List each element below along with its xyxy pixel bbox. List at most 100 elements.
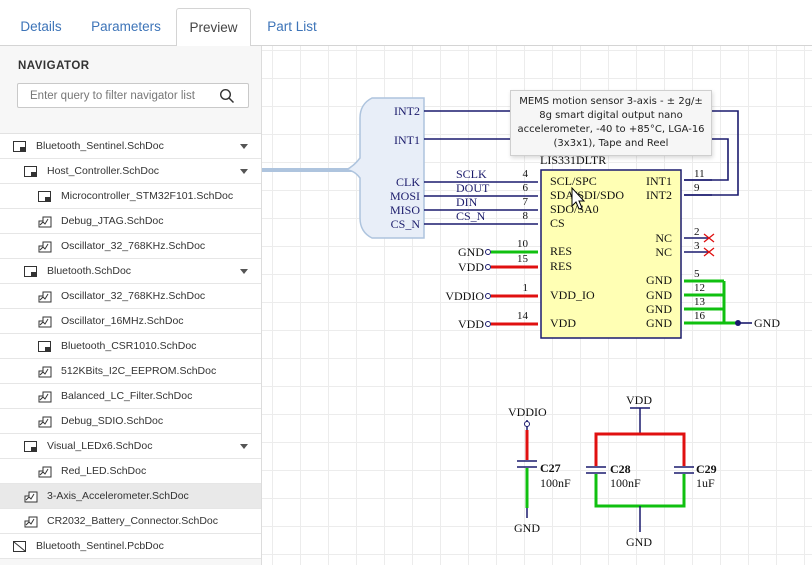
tab-part-list[interactable]: Part List xyxy=(267,19,317,34)
tree-item-label: Red_LED.SchDoc xyxy=(61,465,147,477)
c28-vdd-label: VDD xyxy=(626,393,652,407)
svg-text:VDD_IO: VDD_IO xyxy=(550,288,595,302)
svg-text:NC: NC xyxy=(655,231,672,245)
svg-text:2: 2 xyxy=(694,226,700,238)
tree-item[interactable]: Oscillator_16MHz.SchDoc xyxy=(0,309,261,334)
component-sheet-icon xyxy=(38,241,52,253)
tree-item[interactable]: Bluetooth.SchDoc xyxy=(0,259,261,284)
component-sheet-icon xyxy=(38,216,52,228)
c28-gnd-label: GND xyxy=(626,535,652,549)
svg-text:GND: GND xyxy=(646,273,672,287)
vddio-label: VDDIO xyxy=(445,289,484,303)
svg-text:3: 3 xyxy=(694,240,700,252)
port-clk: CLK xyxy=(396,175,420,189)
sheet-icon xyxy=(24,166,37,177)
schematic-preview[interactable]: INT2 INT1 CLK MOSI MISO CS_N SCLK DOUT D… xyxy=(262,46,812,565)
svg-text:NC: NC xyxy=(655,245,672,259)
tree-item-label: 3-Axis_Accelerometer.SchDoc xyxy=(47,490,189,502)
svg-text:RES: RES xyxy=(550,259,572,273)
sheet-icon xyxy=(13,141,26,152)
tree-item[interactable]: Oscillator_32_768KHz.SchDoc xyxy=(0,234,261,259)
tree-item[interactable]: Visual_LEDx6.SchDoc xyxy=(0,434,261,459)
sheet-icon xyxy=(24,266,37,277)
net-dout: DOUT xyxy=(456,181,490,195)
tree-item-label: Bluetooth_Sentinel.PcbDoc xyxy=(36,540,164,552)
tree-item-label: Visual_LEDx6.SchDoc xyxy=(47,440,153,452)
tree-item-label: 512KBits_I2C_EEPROM.SchDoc xyxy=(61,365,217,377)
svg-text:CS: CS xyxy=(550,216,565,230)
tree-item[interactable]: Bluetooth_CSR1010.SchDoc xyxy=(0,334,261,359)
navigator-tree: Bluetooth_Sentinel.SchDoc Host_Controlle… xyxy=(0,133,261,559)
chevron-down-icon[interactable] xyxy=(240,144,248,149)
tab-details[interactable]: Details xyxy=(20,19,62,34)
svg-text:13: 13 xyxy=(694,296,706,308)
svg-text:5: 5 xyxy=(694,268,700,280)
svg-text:9: 9 xyxy=(694,182,700,194)
navigator-search-input[interactable] xyxy=(17,83,249,108)
c27-value: 100nF xyxy=(540,476,571,490)
tree-item[interactable]: Red_LED.SchDoc xyxy=(0,459,261,484)
component-sheet-icon xyxy=(24,516,38,528)
tree-item-selected[interactable]: 3-Axis_Accelerometer.SchDoc xyxy=(0,484,261,509)
tree-item[interactable]: Balanced_LC_Filter.SchDoc xyxy=(0,384,261,409)
chevron-down-icon[interactable] xyxy=(240,269,248,274)
ic-part-number: LIS331DLTR xyxy=(540,153,606,167)
component-sheet-icon xyxy=(38,416,52,428)
tree-item[interactable]: Microcontroller_STM32F101.SchDoc xyxy=(0,184,261,209)
tree-item[interactable]: 512KBits_I2C_EEPROM.SchDoc xyxy=(0,359,261,384)
svg-text:10: 10 xyxy=(517,238,529,250)
c27-ref: C27 xyxy=(540,461,561,475)
c29-value: 1uF xyxy=(696,476,715,490)
tab-preview[interactable]: Preview xyxy=(176,8,251,47)
mouse-cursor-icon xyxy=(571,186,586,210)
pcb-icon xyxy=(13,541,26,552)
c28-ref: C28 xyxy=(610,462,631,476)
vdd-label: VDD xyxy=(458,260,484,274)
svg-text:SCL/SPC: SCL/SPC xyxy=(550,174,597,188)
svg-text:SDO/SA0: SDO/SA0 xyxy=(550,202,599,216)
port-cs-n: CS_N xyxy=(391,217,421,231)
tree-item-label: Oscillator_32_768KHz.SchDoc xyxy=(61,240,206,252)
tree-item[interactable]: Bluetooth_Sentinel.PcbDoc xyxy=(0,534,261,559)
port-int2: INT2 xyxy=(394,104,420,118)
svg-text:8: 8 xyxy=(523,210,529,222)
component-sheet-icon xyxy=(38,366,52,378)
search-icon[interactable] xyxy=(219,88,235,104)
chevron-down-icon[interactable] xyxy=(240,444,248,449)
vdd-label-2: VDD xyxy=(458,317,484,331)
component-sheet-icon xyxy=(38,316,52,328)
ic-body xyxy=(540,169,682,339)
port-mosi: MOSI xyxy=(390,189,420,203)
tree-item-label: Debug_SDIO.SchDoc xyxy=(61,415,164,427)
tab-bar: Details Parameters Preview Part List xyxy=(0,0,812,47)
svg-text:GND: GND xyxy=(646,288,672,302)
tree-item[interactable]: CR2032_Battery_Connector.SchDoc xyxy=(0,509,261,534)
chevron-down-icon[interactable] xyxy=(240,169,248,174)
tree-item[interactable]: Host_Controller.SchDoc xyxy=(0,159,261,184)
gnd-label: GND xyxy=(458,245,484,259)
tree-item[interactable]: Debug_SDIO.SchDoc xyxy=(0,409,261,434)
svg-text:16: 16 xyxy=(694,310,706,322)
tree-item[interactable]: Oscillator_32_768KHz.SchDoc xyxy=(0,284,261,309)
svg-text:RES: RES xyxy=(550,244,572,258)
svg-text:INT1: INT1 xyxy=(646,174,672,188)
schematic-drawing: INT2 INT1 CLK MOSI MISO CS_N SCLK DOUT D… xyxy=(262,97,780,549)
svg-text:1: 1 xyxy=(523,282,529,294)
component-sheet-icon xyxy=(24,491,38,503)
svg-text:INT2: INT2 xyxy=(646,188,672,202)
tree-item[interactable]: Bluetooth_Sentinel.SchDoc xyxy=(0,134,261,159)
tree-item-label: Host_Controller.SchDoc xyxy=(47,165,160,177)
component-sheet-icon xyxy=(38,291,52,303)
harness-connector xyxy=(345,97,425,239)
c27-gnd-label: GND xyxy=(514,521,540,535)
gnd-label-right: GND xyxy=(754,316,780,330)
svg-text:VDD: VDD xyxy=(550,316,576,330)
net-din: DIN xyxy=(456,195,478,209)
port-int1: INT1 xyxy=(394,133,420,147)
tab-parameters[interactable]: Parameters xyxy=(91,19,161,34)
tree-item-label: Debug_JTAG.SchDoc xyxy=(61,215,164,227)
tree-item[interactable]: Debug_JTAG.SchDoc xyxy=(0,209,261,234)
svg-text:7: 7 xyxy=(523,196,529,208)
svg-text:11: 11 xyxy=(694,168,705,180)
tree-item-label: Oscillator_16MHz.SchDoc xyxy=(61,315,184,327)
